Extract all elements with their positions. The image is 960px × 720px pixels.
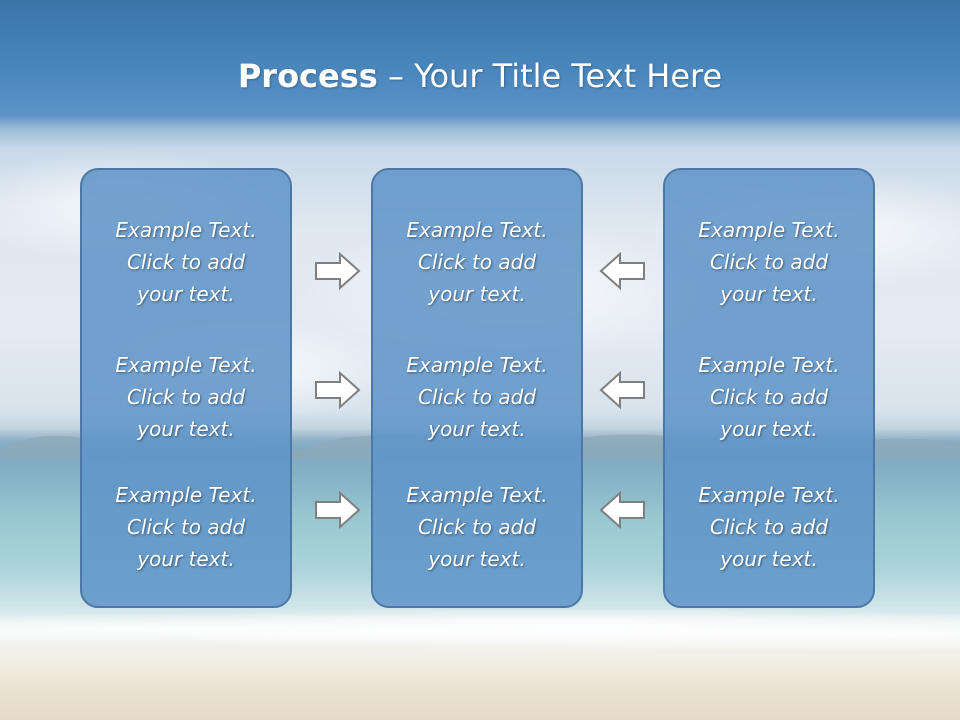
title-text: – Your Title Text Here xyxy=(377,57,723,95)
arrow-left-outline-icon[interactable] xyxy=(598,251,646,291)
text-line: your text. xyxy=(720,417,818,441)
text-line: Example Text. xyxy=(406,353,548,377)
text-line: Click to add xyxy=(417,250,537,274)
slide-title[interactable]: Process – Your Title Text Here xyxy=(0,54,960,98)
text-placeholder[interactable]: Example Text. Click to add your text. xyxy=(665,479,873,575)
text-placeholder[interactable]: Example Text. Click to add your text. xyxy=(373,214,581,310)
text-line: your text. xyxy=(137,417,235,441)
text-placeholder[interactable]: Example Text. Click to add your text. xyxy=(82,214,290,310)
text-line: Example Text. xyxy=(115,218,257,242)
text-placeholder[interactable]: Example Text. Click to add your text. xyxy=(82,349,290,445)
arrow-left-outline-icon[interactable] xyxy=(598,490,646,530)
text-line: Example Text. xyxy=(698,218,840,242)
text-line: your text. xyxy=(720,547,818,571)
text-placeholder[interactable]: Example Text. Click to add your text. xyxy=(373,349,581,445)
text-line: your text. xyxy=(428,282,526,306)
text-line: Click to add xyxy=(417,515,537,539)
text-line: Click to add xyxy=(126,385,246,409)
text-line: Click to add xyxy=(709,250,829,274)
title-bold: Process xyxy=(237,57,378,95)
text-line: Click to add xyxy=(126,250,246,274)
text-placeholder[interactable]: Example Text. Click to add your text. xyxy=(665,214,873,310)
arrow-left-outline-icon[interactable] xyxy=(598,370,646,410)
text-line: Example Text. xyxy=(406,218,548,242)
text-line: your text. xyxy=(428,547,526,571)
process-column-1[interactable]: Example Text. Click to add your text. Ex… xyxy=(80,168,292,608)
arrow-right-outline-icon[interactable] xyxy=(314,370,362,410)
text-line: Click to add xyxy=(709,515,829,539)
text-line: Example Text. xyxy=(115,353,257,377)
arrow-right-outline-icon[interactable] xyxy=(314,251,362,291)
process-column-2[interactable]: Example Text. Click to add your text. Ex… xyxy=(371,168,583,608)
text-line: your text. xyxy=(137,547,235,571)
process-column-3[interactable]: Example Text. Click to add your text. Ex… xyxy=(663,168,875,608)
text-line: Click to add xyxy=(709,385,829,409)
text-line: Click to add xyxy=(417,385,537,409)
text-line: your text. xyxy=(720,282,818,306)
text-line: Click to add xyxy=(126,515,246,539)
wave-foam xyxy=(0,610,960,650)
text-line: Example Text. xyxy=(115,483,257,507)
text-line: Example Text. xyxy=(406,483,548,507)
text-placeholder[interactable]: Example Text. Click to add your text. xyxy=(82,479,290,575)
arrow-right-outline-icon[interactable] xyxy=(314,490,362,530)
text-line: Example Text. xyxy=(698,483,840,507)
text-placeholder[interactable]: Example Text. Click to add your text. xyxy=(665,349,873,445)
text-line: your text. xyxy=(428,417,526,441)
text-line: Example Text. xyxy=(698,353,840,377)
text-line: your text. xyxy=(137,282,235,306)
text-placeholder[interactable]: Example Text. Click to add your text. xyxy=(373,479,581,575)
